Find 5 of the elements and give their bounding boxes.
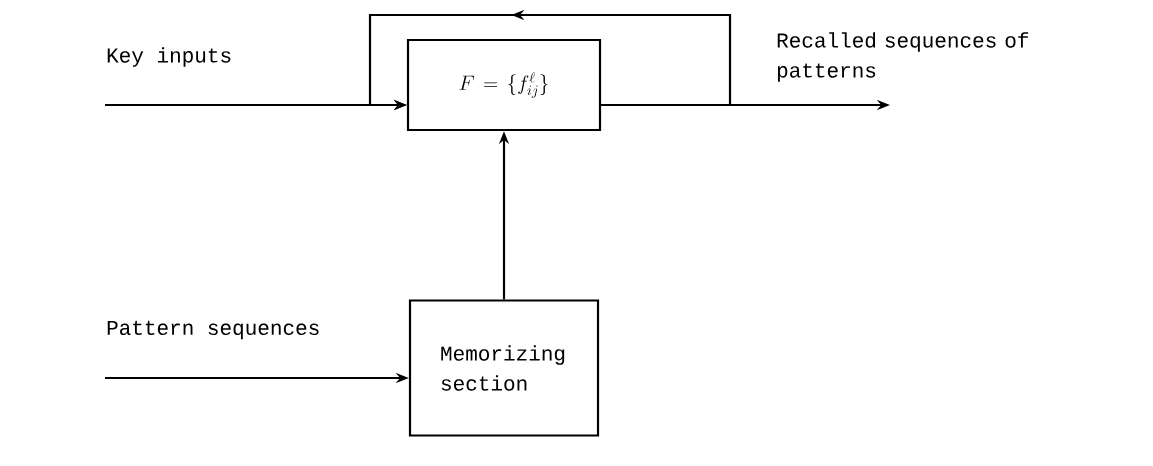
edge-label: Pattern sequences bbox=[107, 320, 319, 340]
formula-box: $F = \{f_{ij}^{\ell}\}$ bbox=[406, 38, 602, 132]
edge-label: Recalled sequences of patterns bbox=[777, 32, 1029, 82]
edge-label: Key inputs bbox=[107, 47, 231, 67]
process-box: Memorizing section bbox=[408, 299, 600, 437]
